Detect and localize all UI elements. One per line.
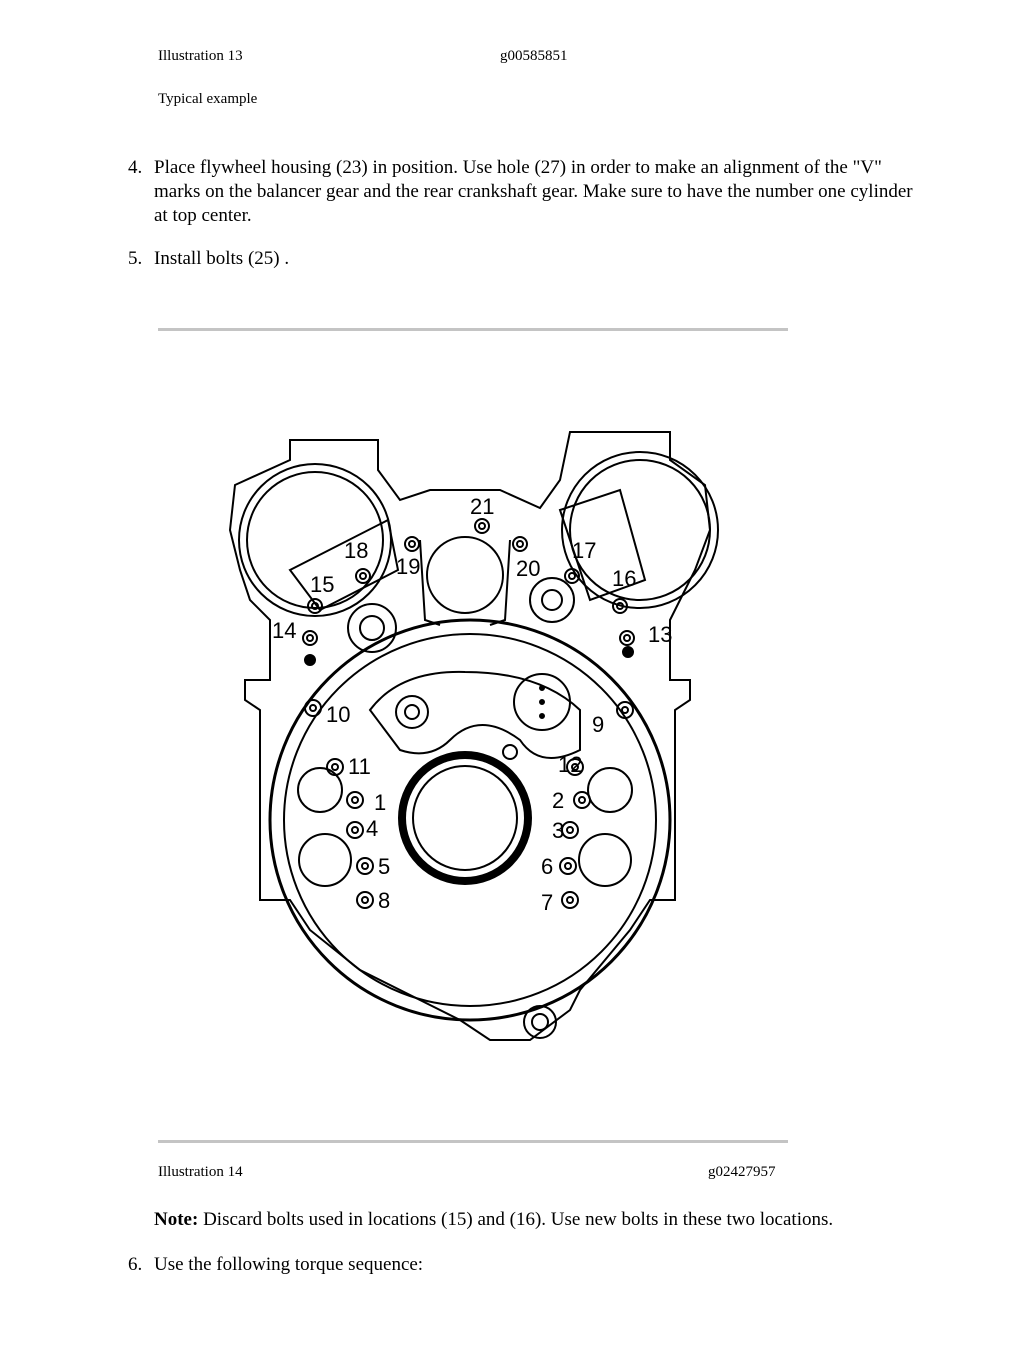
bolt-label-10: 10 [326, 702, 350, 727]
illustration-13-caption: Typical example [158, 91, 258, 107]
bolt-label-6: 6 [541, 854, 553, 879]
bolt-label-15: 15 [310, 572, 334, 597]
bolt-label-14: 14 [272, 618, 296, 643]
bolt-heads [302, 518, 635, 909]
note: Note: Discard bolts used in locations (1… [154, 1208, 954, 1232]
note-text: Discard bolts used in locations (15) and… [198, 1209, 834, 1230]
step-number: 4. [128, 157, 143, 178]
bolt-label-11: 11 [348, 754, 371, 779]
right-gear-housing [561, 451, 719, 609]
bolt-label-19: 19 [396, 554, 420, 579]
housing-outline [228, 431, 712, 1041]
step-number: 6. [128, 1254, 143, 1275]
bolt-label-9: 9 [592, 712, 604, 737]
step-5: 5. Install bolts (25) . [128, 247, 928, 273]
bolt-label-8: 8 [378, 888, 390, 913]
bolt-label-7: 7 [541, 890, 553, 915]
bolt-label-12: 12 [558, 752, 582, 777]
step-4: 4. Place flywheel housing (23) in positi… [128, 156, 928, 231]
illustration-14-label: Illustration 14 [158, 1164, 243, 1180]
illustration-13-label: Illustration 13 [158, 48, 243, 64]
illustration-14-id: g02427957 [708, 1164, 776, 1180]
illustration-13-id: g00585851 [500, 48, 568, 64]
figure-top-rule [158, 328, 788, 331]
bolt-label-4: 4 [366, 816, 378, 841]
note-label: Note: [154, 1209, 199, 1230]
step-text: Use the following torque sequence: [154, 1254, 424, 1275]
bolt-label-2: 2 [552, 788, 564, 813]
bolt-label-18: 18 [344, 538, 368, 563]
upper-center-opening [426, 536, 504, 614]
bolt-label-20: 20 [516, 556, 540, 581]
bolt-label-13: 13 [648, 622, 672, 647]
bolt-label-3: 3 [552, 818, 564, 843]
bolt-label-5: 5 [378, 854, 390, 879]
bolt-label-16: 16 [612, 566, 636, 591]
right-gear-housing-inner [569, 459, 711, 601]
bottom-boss [523, 1005, 557, 1039]
flywheel-housing-diagram: 1 2 3 4 5 6 7 8 9 10 11 12 13 14 15 16 1… [228, 431, 719, 1041]
step-text: Install bolts (25) . [154, 248, 290, 269]
figure-bottom-rule [158, 1140, 788, 1143]
flywheel-ring-inner [283, 633, 657, 1007]
step-text: Place flywheel housing (23) in position.… [154, 157, 913, 226]
bolt-label-1: 1 [374, 790, 386, 815]
step-number: 5. [128, 248, 143, 269]
bolt-label-21: 21 [470, 494, 494, 519]
flywheel-ring-outer [268, 618, 672, 1022]
crankshaft-seal [398, 751, 532, 885]
bolt-label-17: 17 [572, 538, 596, 563]
step-6: 6. Use the following torque sequence: [128, 1253, 928, 1279]
